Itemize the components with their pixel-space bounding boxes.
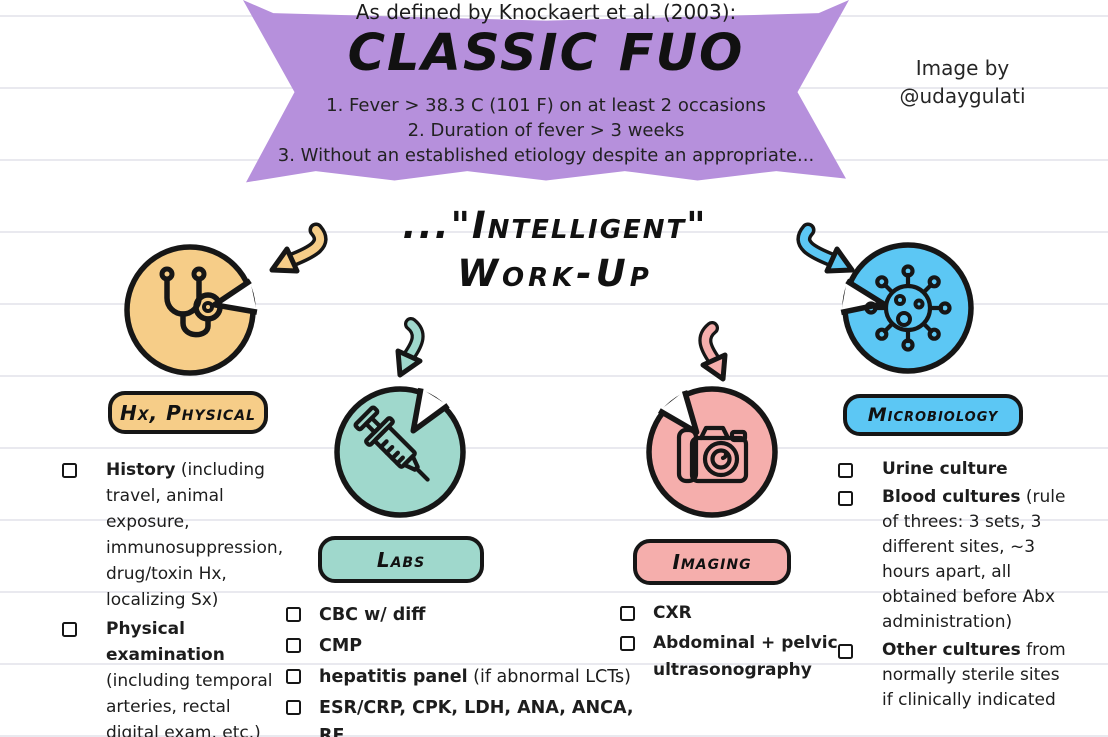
credit-handle: @udaygulati xyxy=(899,84,1026,108)
checklist-item: CBC w/ diff xyxy=(286,601,646,629)
heading-line1: ..."Intelligent" xyxy=(402,204,708,247)
yellow-curved-arrow-icon xyxy=(269,222,328,274)
checkbox-icon xyxy=(286,669,301,684)
checklist-item: ESR/CRP, CPK, LDH, ANA, ANCA, RF xyxy=(286,694,646,737)
credit-line1: Image by xyxy=(915,56,1010,80)
imaging-checklist: CXR Abdominal + pelvic ultrasonography xyxy=(620,600,852,687)
definition-banner: As defined by Knockaert et al. (2003): C… xyxy=(243,0,849,188)
checkbox-icon xyxy=(62,463,77,478)
checklist-item: Urine culture xyxy=(838,457,1073,482)
checkbox-icon xyxy=(838,491,853,506)
checkbox-icon xyxy=(620,636,635,651)
checklist-item: Blood cultures (rule of threes: 3 sets, … xyxy=(838,485,1073,635)
banner-title: CLASSIC FUO xyxy=(347,24,745,83)
labs-label-pill: Labs xyxy=(318,536,484,583)
checkbox-icon xyxy=(838,644,853,659)
banner-ribbon-shape xyxy=(243,0,849,183)
checklist-item: CMP xyxy=(286,632,646,660)
criterion-1: 1. Fever > 38.3 C (101 F) on at least 2 … xyxy=(326,95,766,116)
workup-heading: ..."Intelligent" Work-Up xyxy=(330,204,780,295)
microbiology-blob xyxy=(840,242,974,374)
imaging-label: Imaging xyxy=(672,550,752,574)
checklist-item: Physical examination (including temporal… xyxy=(62,616,284,737)
imaging-label-pill: Imaging xyxy=(633,539,791,585)
hx-physical-checklist: History (including travel, animal exposu… xyxy=(62,457,284,737)
hx-physical-label-pill: Hx, Physical xyxy=(108,391,268,434)
image-credit: Image by @udaygulati xyxy=(885,54,1040,110)
checklist-item: CXR xyxy=(620,600,852,627)
checkbox-icon xyxy=(62,622,77,637)
checkbox-icon xyxy=(286,638,301,653)
criterion-3: 3. Without an established etiology despi… xyxy=(277,145,815,166)
labs-blob xyxy=(334,386,466,518)
checkbox-icon xyxy=(286,607,301,622)
virus-icon xyxy=(864,264,952,352)
stethoscope-icon xyxy=(159,266,223,338)
checklist-item: Other cultures from normally sterile sit… xyxy=(838,638,1073,713)
labs-checklist: CBC w/ diff CMP hepatitis panel (if abno… xyxy=(286,601,646,737)
hx-physical-label: Hx, Physical xyxy=(120,400,256,425)
camera-icon xyxy=(676,425,749,484)
banner-criteria: 1. Fever > 38.3 C (101 F) on at least 2 … xyxy=(243,93,849,168)
banner-subtitle: As defined by Knockaert et al. (2003): xyxy=(355,0,737,24)
heading-line2: Work-Up xyxy=(457,252,653,295)
microbiology-checklist: Urine culture Blood cultures (rule of th… xyxy=(838,457,1073,716)
teal-curved-arrow-icon xyxy=(395,317,425,378)
syringe-icon xyxy=(353,405,430,482)
microbiology-label: Microbiology xyxy=(867,404,999,426)
imaging-blob xyxy=(646,386,778,518)
criterion-2: 2. Duration of fever > 3 weeks xyxy=(407,120,685,141)
hx-physical-blob xyxy=(124,244,258,376)
blue-curved-arrow-icon xyxy=(796,222,855,274)
checklist-item: History (including travel, animal exposu… xyxy=(62,457,284,613)
checklist-item: Abdominal + pelvic ultrasonography xyxy=(620,630,852,684)
labs-label: Labs xyxy=(376,547,426,572)
pink-curved-arrow-icon xyxy=(698,321,728,382)
checkbox-icon xyxy=(286,700,301,715)
microbiology-label-pill: Microbiology xyxy=(843,394,1023,436)
checkbox-icon xyxy=(838,463,853,478)
checkbox-icon xyxy=(620,606,635,621)
checklist-item: hepatitis panel (if abnormal LCTs) xyxy=(286,663,646,691)
